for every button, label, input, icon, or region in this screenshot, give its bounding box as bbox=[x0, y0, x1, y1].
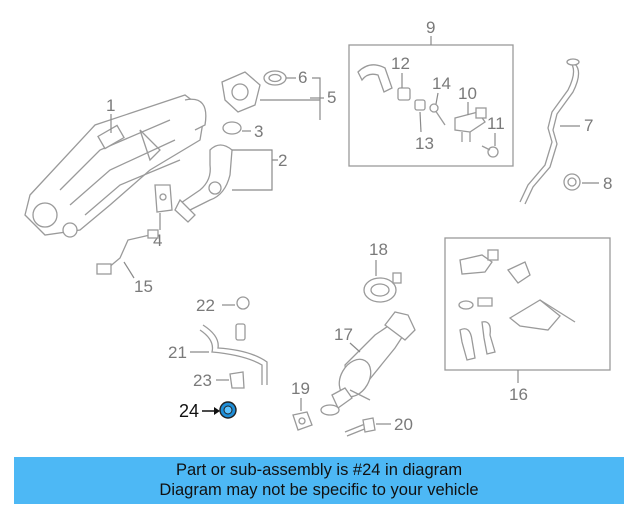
callout-3: 3 bbox=[254, 122, 263, 141]
exhaust-gasket-part bbox=[292, 411, 313, 431]
callout-14: 14 bbox=[432, 74, 451, 93]
clip-part bbox=[229, 371, 245, 389]
vacuum-hose-part bbox=[357, 64, 446, 126]
callout-12: 12 bbox=[391, 54, 410, 73]
callout-8: 8 bbox=[603, 174, 612, 193]
banner-line-2: Diagram may not be specific to your vehi… bbox=[159, 481, 479, 499]
callout-15: 15 bbox=[134, 277, 153, 296]
callout-13: 13 bbox=[415, 134, 434, 153]
callout-11: 11 bbox=[487, 114, 505, 133]
pressure-sensor-part bbox=[454, 107, 487, 142]
stud-bolt-part bbox=[344, 417, 376, 437]
callout-16: 16 bbox=[509, 385, 528, 404]
hose-clip-part bbox=[235, 296, 250, 341]
callout-18: 18 bbox=[369, 240, 388, 259]
callout-7: 7 bbox=[584, 116, 593, 135]
callout-4: 4 bbox=[153, 231, 162, 250]
sub-assembly-box-16 bbox=[444, 237, 611, 371]
bracket-assembly-part bbox=[458, 249, 576, 361]
sensor-harness-part bbox=[96, 229, 159, 275]
vacuum-tube-part bbox=[199, 324, 268, 385]
highlighted-part-24 bbox=[219, 401, 237, 419]
callout-23: 23 bbox=[193, 371, 212, 390]
sensor-ring-part bbox=[363, 272, 402, 303]
callout-22: 22 bbox=[196, 296, 215, 315]
callout-24: 24 bbox=[179, 401, 199, 421]
callout-5: 5 bbox=[327, 88, 336, 107]
catalytic-converter-part bbox=[320, 311, 416, 416]
egr-cooler-part bbox=[24, 94, 207, 238]
callout-21: 21 bbox=[168, 343, 187, 362]
tube-part bbox=[519, 58, 580, 205]
parts-diagram: 1 6 5 3 2 4 15 9 bbox=[24, 18, 612, 437]
callout-2: 2 bbox=[278, 151, 287, 170]
banner-line-1: Part or sub-assembly is #24 in diagram bbox=[175, 461, 463, 479]
callout-1: 1 bbox=[106, 96, 115, 115]
callout-20: 20 bbox=[394, 415, 413, 434]
hose-part bbox=[222, 121, 242, 135]
callout-17: 17 bbox=[334, 325, 353, 344]
grommet-part bbox=[563, 173, 581, 191]
callout-10: 10 bbox=[458, 84, 477, 103]
info-banner: Part or sub-assembly is #24 in diagram D… bbox=[14, 457, 624, 504]
callout-19: 19 bbox=[291, 379, 310, 398]
callout-6: 6 bbox=[298, 68, 307, 87]
callout-9: 9 bbox=[426, 18, 435, 37]
egr-valve-part bbox=[221, 70, 287, 113]
egr-pipe-part bbox=[174, 144, 233, 223]
bolt-part bbox=[481, 145, 499, 158]
gasket-part bbox=[154, 184, 173, 213]
